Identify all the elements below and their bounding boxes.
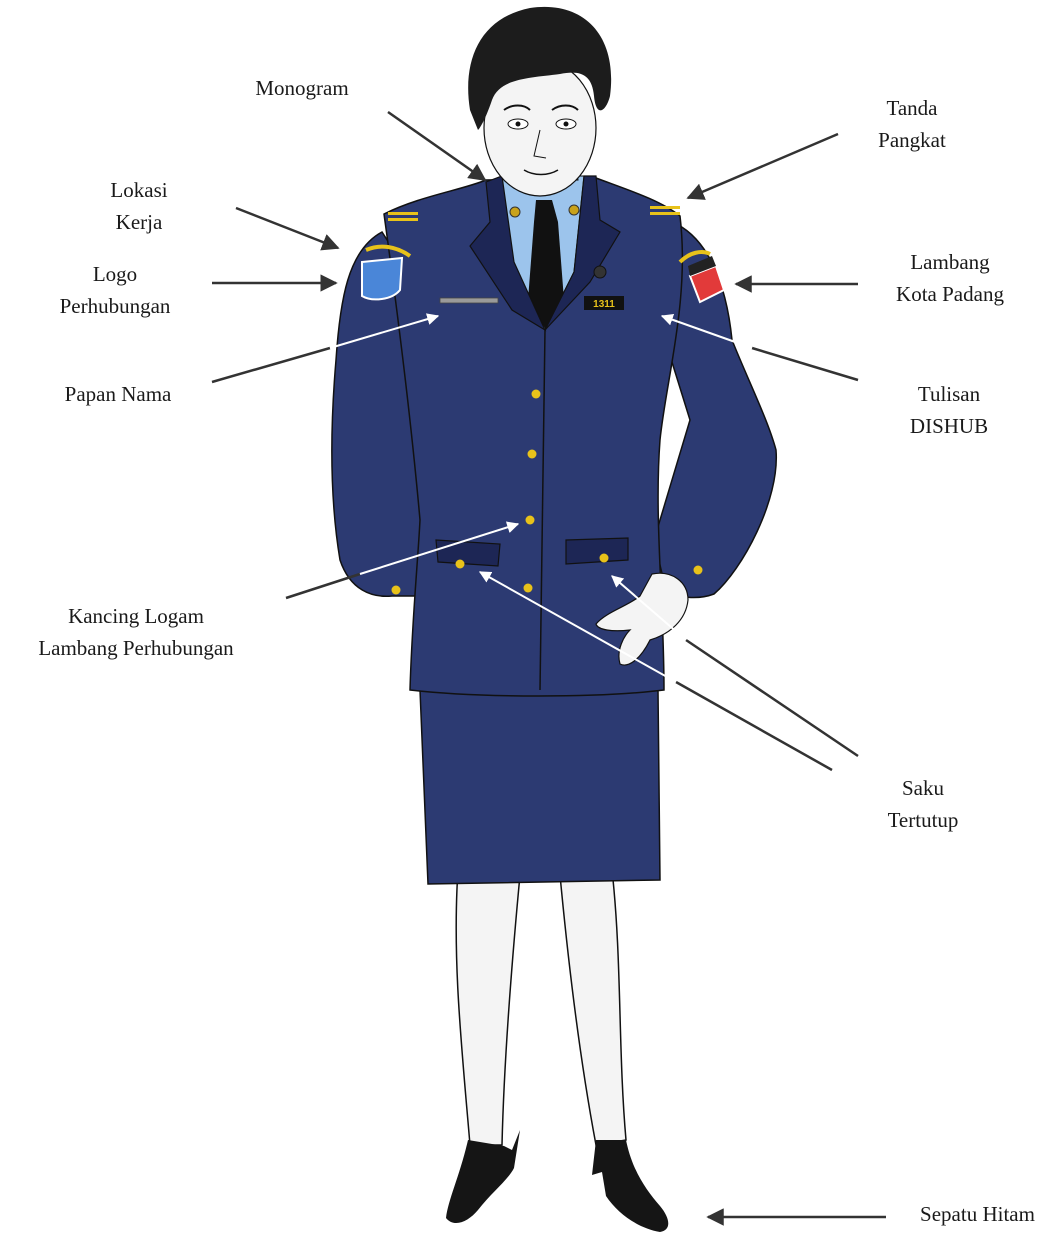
label-logo-perhubungan: Logo Perhubungan: [30, 258, 200, 322]
skirt: [420, 690, 660, 884]
label-lambang-kota-padang: Lambang Kota Padang: [880, 246, 1020, 310]
leg-right: [560, 870, 626, 1145]
logo-perhubungan-patch: [362, 258, 402, 299]
label-papan-nama: Papan Nama: [38, 378, 198, 410]
label-tanda-pangkat: Tanda Pangkat: [852, 92, 972, 156]
arrow-lokasi-kerja: [236, 208, 338, 248]
label-kancing-logam: Kancing Logam Lambang Perhubungan: [0, 600, 272, 664]
shoe-left: [446, 1130, 520, 1223]
arrow-tanda-pangkat: [688, 134, 838, 198]
label-sepatu-hitam: Sepatu Hitam: [900, 1198, 1055, 1230]
label-lokasi-kerja: Lokasi Kerja: [84, 174, 194, 238]
label-monogram: Monogram: [232, 72, 372, 104]
arrow-monogram: [388, 112, 485, 180]
label-saku-tertutup: Saku Tertutup: [868, 772, 978, 836]
pocket-flap-left: [436, 540, 500, 566]
dishub-badge-text: 1311: [593, 299, 615, 310]
name-plate: [440, 298, 498, 303]
shoe-right: [592, 1140, 668, 1232]
pocket-flap-right: [566, 538, 628, 564]
figure: 1311: [332, 7, 776, 1232]
leg-left: [456, 870, 520, 1145]
monogram-pin: [594, 266, 606, 278]
label-tulisan-dishub: Tulisan DISHUB: [884, 378, 1014, 442]
